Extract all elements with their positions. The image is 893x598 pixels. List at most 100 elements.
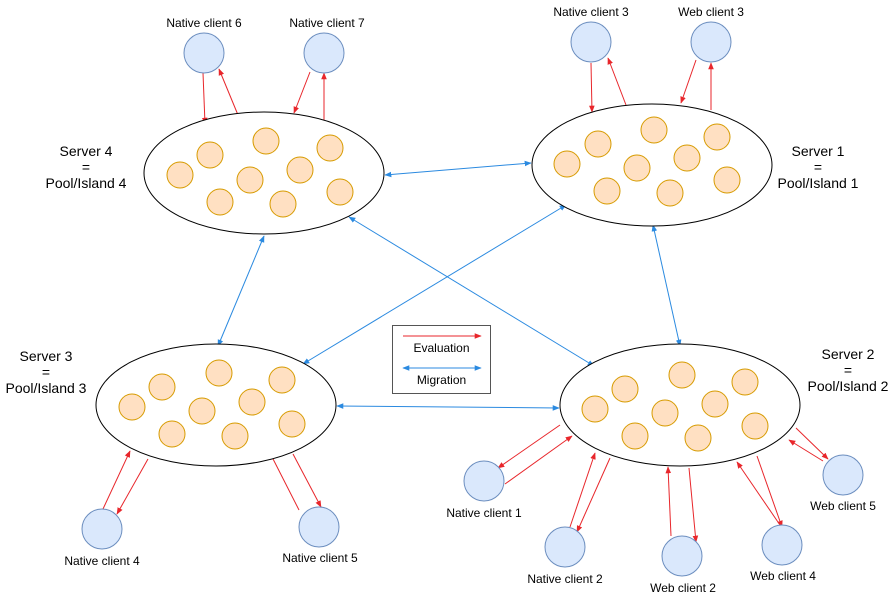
- evaluation-arrow: [736, 461, 781, 526]
- client-nc1-node: [463, 460, 505, 502]
- individual-node: [286, 156, 314, 184]
- server-4-title: Server 4: [59, 143, 113, 159]
- server-2-equals: =: [843, 362, 853, 378]
- individual-node: [673, 144, 701, 172]
- individual-node: [553, 150, 581, 178]
- evaluation-arrow: [569, 452, 596, 528]
- individual-node: [668, 361, 696, 389]
- evaluation-arrow: [688, 467, 699, 543]
- individual-node: [148, 373, 176, 401]
- evaluation-arrow: [292, 453, 322, 508]
- individual-node: [269, 190, 297, 218]
- server-3-equals: =: [41, 364, 51, 380]
- migration-links: [217, 160, 682, 411]
- evaluation-arrow: [607, 57, 627, 106]
- individual-node: [741, 412, 769, 440]
- server-1-label: Server 1 = Pool/Island 1: [764, 143, 872, 191]
- client-nc3-label: Native client 3: [553, 5, 629, 19]
- client-wc5-label: Web client 5: [810, 499, 876, 513]
- individual-node: [205, 359, 233, 387]
- client-wc2-node: [661, 535, 703, 577]
- evaluation-arrow: [102, 450, 131, 510]
- server-3-label: Server 3 = Pool/Island 3: [0, 348, 100, 396]
- evaluation-arrow: [504, 435, 573, 485]
- legend-migration-label: Migration: [416, 373, 467, 387]
- evaluation-arrow: [293, 71, 311, 114]
- client-nc3-node: [570, 21, 612, 63]
- server-4-label: Server 4 = Pool/Island 4: [32, 143, 140, 191]
- evaluation-arrow: [497, 424, 561, 469]
- client-nc1-label: Native client 1: [446, 506, 522, 520]
- individual-node: [316, 134, 344, 162]
- migration-arrow: [302, 204, 567, 365]
- individual-node: [640, 116, 668, 144]
- server-1-pool: Pool/Island 1: [777, 175, 859, 191]
- individual-node: [158, 420, 186, 448]
- server-4-equals: =: [81, 159, 91, 175]
- client-wc2-label: Web client 2: [650, 581, 716, 595]
- client-nc6-node: [183, 32, 225, 74]
- legend: Evaluation Migration: [392, 325, 491, 394]
- evaluation-arrow: [589, 62, 595, 113]
- individual-node: [623, 154, 651, 182]
- client-nc6-label: Native client 6: [166, 16, 242, 30]
- server-3-title: Server 3: [19, 348, 73, 364]
- migration-arrow: [217, 235, 265, 347]
- evaluation-arrow: [218, 68, 239, 116]
- evaluation-arrow: [665, 466, 672, 537]
- individual-node: [236, 166, 264, 194]
- individual-node: [703, 123, 731, 151]
- evaluation-arrow: [201, 72, 208, 125]
- individual-node: [166, 161, 194, 189]
- evaluation-arrow: [680, 59, 697, 104]
- individual-node: [196, 141, 224, 169]
- individual-node: [238, 388, 266, 416]
- individual-node: [584, 130, 612, 158]
- individual-node: [278, 410, 306, 438]
- evaluation-arrow: [788, 439, 824, 462]
- client-nc5-node: [298, 506, 340, 548]
- client-nc4-node: [81, 508, 123, 550]
- legend-arrows: [402, 333, 482, 371]
- individual-node: [221, 422, 249, 450]
- individual-node: [621, 422, 649, 450]
- client-wc3-node: [690, 21, 732, 63]
- evaluation-arrow: [795, 427, 829, 460]
- evaluation-arrow: [576, 457, 611, 533]
- individual-node: [188, 397, 216, 425]
- client-nc7-label: Native client 7: [289, 16, 365, 30]
- client-wc3-label: Web client 3: [678, 5, 744, 19]
- server-2-title: Server 2: [821, 346, 875, 362]
- client-wc5-node: [822, 454, 864, 496]
- individual-node: [252, 127, 280, 155]
- server-4-pool: Pool/Island 4: [45, 175, 127, 191]
- server-2-pool: Pool/Island 2: [807, 378, 889, 394]
- server-1-equals: =: [813, 159, 823, 175]
- individual-node: [701, 390, 729, 418]
- individual-node: [656, 179, 684, 207]
- evaluation-links: [102, 57, 829, 543]
- client-nc5-label: Native client 5: [282, 551, 358, 565]
- individual-node: [268, 366, 296, 394]
- individual-node: [651, 399, 679, 427]
- individual-node: [684, 424, 712, 452]
- client-nc7-node: [303, 32, 345, 74]
- client-nodes: Native client 6 Native client 7 Native cli…: [64, 5, 876, 595]
- server-1-title: Server 1: [791, 143, 845, 159]
- evaluation-arrow: [269, 452, 300, 511]
- client-wc4-label: Web client 4: [750, 569, 816, 583]
- individual-node: [731, 368, 759, 396]
- individual-node: [118, 393, 146, 421]
- evaluation-arrow: [116, 458, 149, 515]
- server-2-label: Server 2 = Pool/Island 2: [794, 346, 893, 394]
- individual-node: [593, 177, 621, 205]
- server-3-pool: Pool/Island 3: [5, 380, 87, 396]
- migration-arrow: [651, 224, 682, 347]
- client-nc2-label: Native client 2: [527, 572, 603, 586]
- client-wc4-node: [761, 524, 803, 566]
- evaluation-arrow: [756, 455, 783, 528]
- migration-arrow: [384, 160, 532, 178]
- individual-node: [326, 178, 354, 206]
- client-nc4-label: Native client 4: [64, 554, 140, 568]
